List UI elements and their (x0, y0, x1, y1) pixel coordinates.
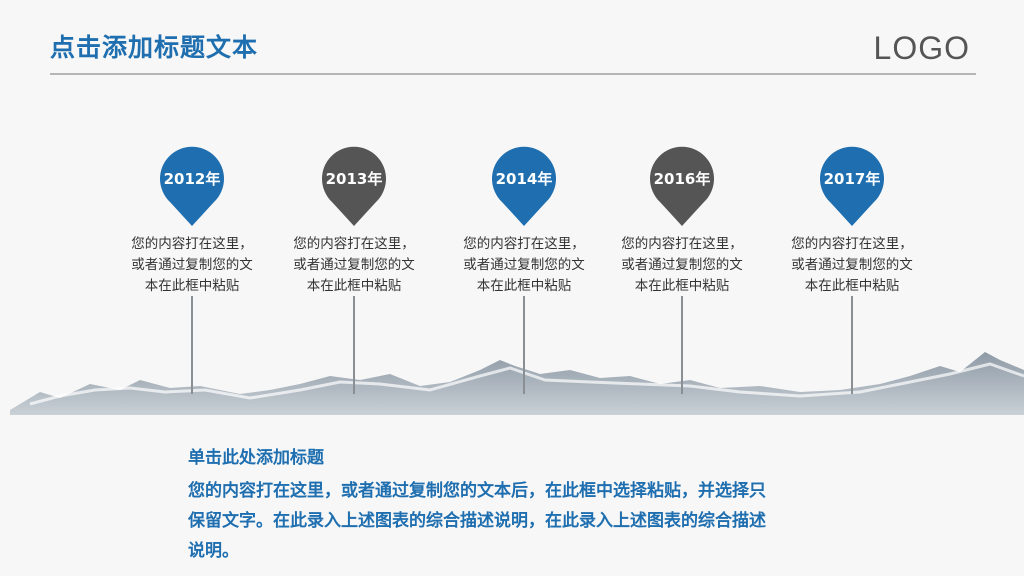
logo: LOGO (873, 30, 970, 66)
map-pin-icon (322, 146, 386, 226)
map-pin-icon (650, 146, 714, 226)
milestone-year: 2013年 (325, 169, 383, 188)
section-body-text[interactable]: 您的内容打在这里，或者通过复制您的文本后，在此框中选择粘贴，并选择只 保留文字。… (188, 481, 766, 561)
milestone-year: 2012年 (163, 169, 221, 188)
milestone-stem (681, 296, 683, 394)
milestone-year: 2014年 (495, 169, 553, 188)
milestone-year: 2016年 (653, 169, 711, 188)
map-pin-icon (160, 146, 224, 226)
milestone-text[interactable]: 您的内容打在这里， 或者通过复制您的文 本在此框中粘贴 (131, 236, 253, 294)
section-title[interactable]: 单击此处添加标题 (188, 448, 324, 468)
milestone-year: 2017年 (823, 169, 881, 188)
milestone-text[interactable]: 您的内容打在这里， 或者通过复制您的文 本在此框中粘贴 (463, 236, 585, 294)
header-divider (50, 73, 976, 75)
milestone-stem (191, 296, 193, 394)
map-pin-icon (820, 146, 884, 226)
milestone-stem (851, 296, 853, 394)
map-pin-icon (492, 146, 556, 226)
milestone-text[interactable]: 您的内容打在这里， 或者通过复制您的文 本在此框中粘贴 (621, 236, 743, 294)
page-title[interactable]: 点击添加标题文本 (50, 33, 259, 62)
milestone-text[interactable]: 您的内容打在这里， 或者通过复制您的文 本在此框中粘贴 (791, 236, 913, 294)
milestone-stem (353, 296, 355, 394)
mountain-range-image (10, 352, 1024, 415)
milestone-stem (523, 296, 525, 394)
milestone-text[interactable]: 您的内容打在这里， 或者通过复制您的文 本在此框中粘贴 (293, 236, 415, 294)
